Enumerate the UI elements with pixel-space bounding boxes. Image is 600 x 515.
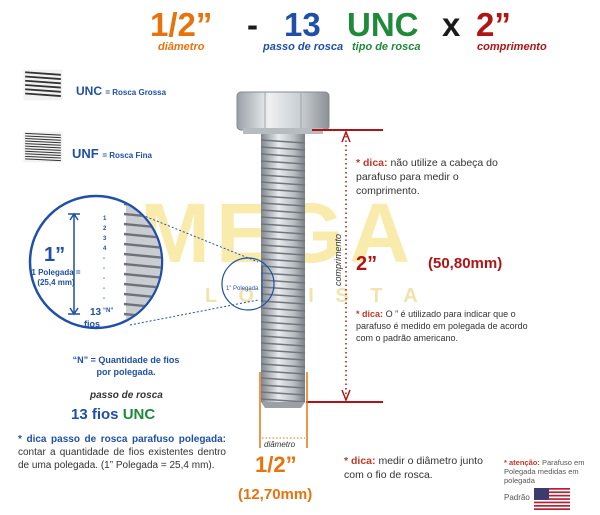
legend-unc-code: UNC <box>76 84 102 98</box>
center-zoom-label: 1” Polegada <box>226 286 259 292</box>
legend-unf-code: UNF <box>72 146 99 161</box>
diameter-inch: 1/2” <box>255 452 297 477</box>
zoom-circle <box>28 194 164 330</box>
attention-body: Parafuso em Polegada medidas em polegada <box>504 458 585 485</box>
zoom-tick: - <box>103 296 105 302</box>
tip-head-body: não utilize a cabeça do parafuso para me… <box>356 157 498 197</box>
pitch-block-type: UNC <box>122 406 156 423</box>
attention-lead: atenção: <box>509 458 540 467</box>
zoom-tick: 2 <box>103 226 107 232</box>
attention-note: * atenção: Parafuso em Polegada medidas … <box>504 458 596 485</box>
diameter-mm: (12,70mm) <box>238 486 313 503</box>
tip-pitch: * dica passo de rosca parafuso polegada:… <box>18 433 226 472</box>
tip-pitch-lead: dica passo de rosca parafuso polegada: <box>26 434 226 445</box>
legend-unc: UNC = Rosca Grossa <box>76 84 166 98</box>
zoom-tick-labels: 1 2 3 4 - - - - - <box>103 214 113 304</box>
title-diameter: 1/2” <box>150 6 213 43</box>
zoom-tick: - <box>103 286 105 292</box>
watermark-lojista: L O J I S T A <box>205 285 426 307</box>
zoom-tick: - <box>103 276 105 282</box>
zoom-tick: - <box>103 266 105 272</box>
tip-pitch-star: * <box>18 434 22 445</box>
pitch-block-title: passo de rosca <box>90 390 163 401</box>
zoom-tick: 1 <box>103 216 107 222</box>
unf-thread-sample <box>23 131 63 163</box>
diameter-axis-label: diâmetro <box>264 440 296 449</box>
pitch-block-value: 13 fios UNC <box>71 406 155 423</box>
tip-diameter: * dica: medir o diâmetro junto com o fio… <box>344 454 490 482</box>
title-length: 2” <box>476 6 511 43</box>
tip-head-lead: dica: <box>363 157 388 169</box>
zoom-tick: 3 <box>103 236 107 242</box>
length-mm: (50,80mm) <box>428 255 503 272</box>
tip-inch-symbol: * dica: O ” é utilizado para indicar que… <box>356 308 536 344</box>
title-pitch: 13 <box>284 6 321 43</box>
pitch-block-count: 13 fios <box>71 406 119 423</box>
zoom-tick: - <box>103 256 105 262</box>
title-times: x <box>442 6 461 43</box>
tip-pitch-body: contar a quantidade de fios existentes d… <box>18 447 226 471</box>
zoom-tick: 4 <box>103 246 107 252</box>
title-thread-type: UNC <box>347 6 419 43</box>
tip-diameter-body: medir o diâmetro junto com o fio de rosc… <box>344 455 483 481</box>
tip-inch-lead: dica: <box>362 309 384 319</box>
us-flag-icon <box>534 488 570 510</box>
unc-thread-sample <box>23 69 63 101</box>
tip-diameter-lead: dica: <box>351 455 376 467</box>
legend-unc-desc: = Rosca Grossa <box>105 88 167 97</box>
title-dash: - <box>247 6 258 43</box>
attention-standard: Padrão <box>504 493 530 502</box>
legend-unf: UNF = Rosca Fina <box>72 146 152 161</box>
zoom-inch-value: 1” <box>44 244 66 266</box>
zoom-count-n: “N” <box>103 308 114 314</box>
center-zoom-circle <box>221 257 275 311</box>
label-length: comprimento <box>477 41 547 53</box>
zoom-count-value: 13 <box>90 307 102 318</box>
tip-inch-body: O ” é utilizado para indicar que o paraf… <box>356 309 528 343</box>
length-axis-label: comprimento <box>333 233 344 287</box>
tip-head: * dica: não utilize a cabeça do parafuso… <box>356 156 516 198</box>
label-pitch: passo de rosca <box>263 41 344 53</box>
tip-diameter-star: * <box>344 455 349 467</box>
legend-unf-desc: = Rosca Fina <box>102 151 152 160</box>
label-diameter: diâmetro <box>158 41 205 53</box>
zoom-count-word: fios <box>84 319 101 329</box>
tip-inch-star: * <box>356 309 360 319</box>
n-definition: “N” = Quantidade de fios por polegada. <box>72 355 180 377</box>
tip-head-star: * <box>356 157 361 169</box>
attention-star: * <box>504 458 507 467</box>
label-thread-type: tipo de rosca <box>352 41 421 53</box>
zoom-inch-desc: 1 Polegada = (25,4 mm) <box>31 268 81 287</box>
length-inch: 2” <box>356 253 378 275</box>
